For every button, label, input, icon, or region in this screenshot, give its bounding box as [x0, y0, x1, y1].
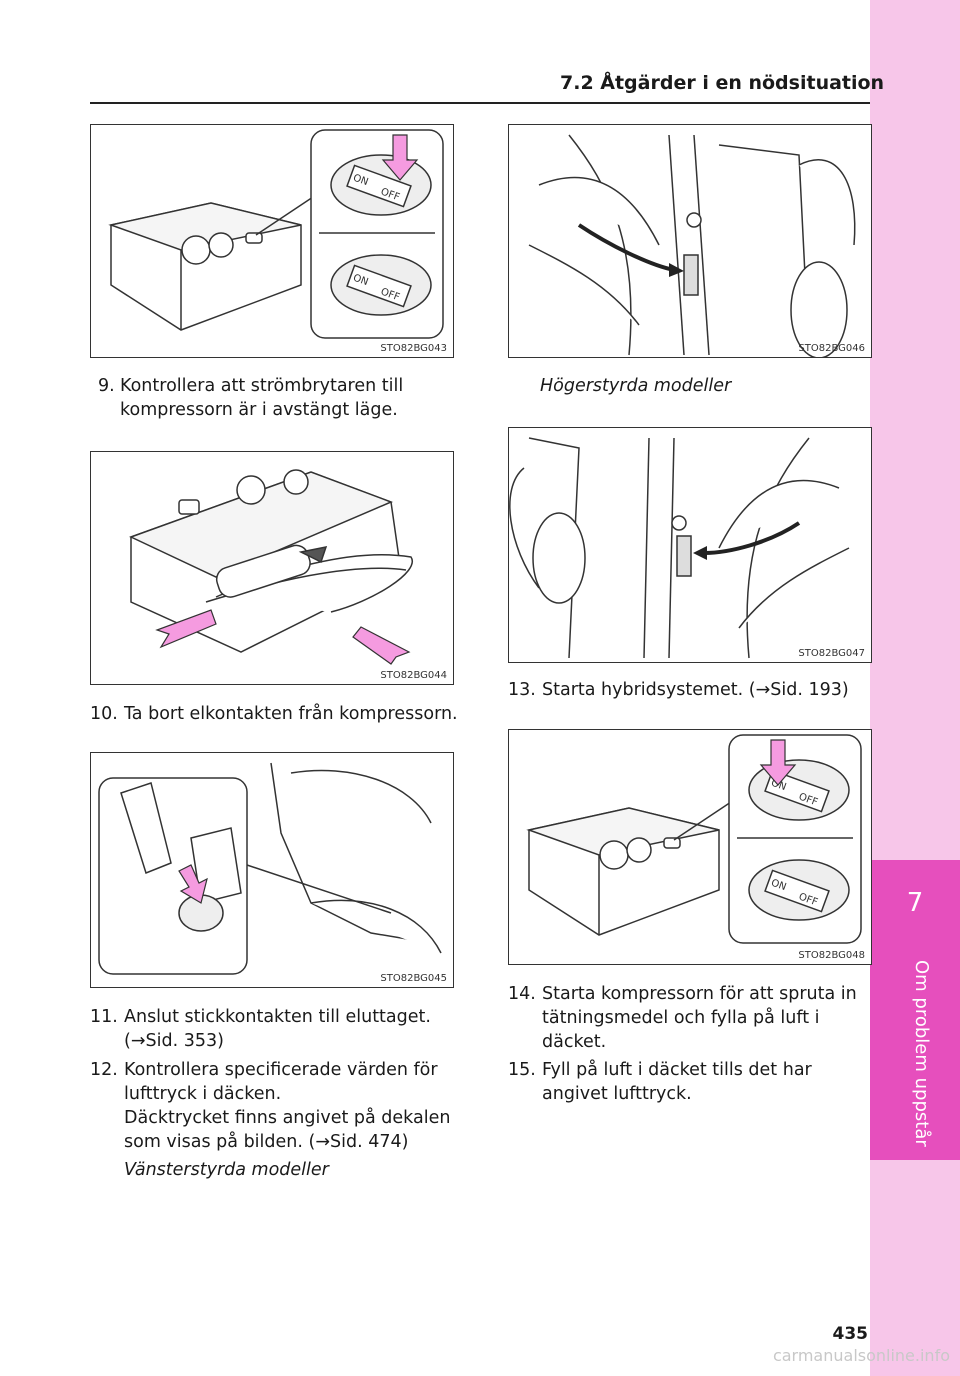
step-text: Kontrollera specificerade värden för luf… — [124, 1060, 438, 1104]
chapter-tab-highlight — [870, 860, 960, 1160]
switch-label-on: ON — [351, 273, 369, 289]
step-number: 13. — [508, 680, 536, 700]
step-number: 11. — [90, 1007, 118, 1027]
figure-door-pillar-label-rhd: STO82BG046 — [508, 124, 872, 358]
figure-id: STO82BG046 — [798, 343, 865, 354]
figure-id: STO82BG047 — [798, 648, 865, 659]
lhd-label: Vänsterstyrda modeller — [124, 1160, 329, 1180]
step-text: Starta kompressorn för att spruta in tät… — [542, 984, 857, 1052]
switch-label-on: ON — [351, 173, 369, 189]
step-11: 11. Anslut stickkontakten till eluttaget… — [90, 1005, 460, 1053]
figure-compressor-switch-off: ON OFF ON OFF STO82BG043 — [90, 124, 454, 358]
step-text: Fyll på luft i däcket tills det har angi… — [542, 1060, 812, 1104]
figure-door-pillar-label-lhd: STO82BG047 — [508, 427, 872, 663]
figure-id: STO82BG043 — [380, 343, 447, 354]
figure-remove-power-plug: STO82BG044 — [90, 451, 454, 685]
indicator-arrow-icon — [703, 521, 801, 555]
pull-arrow-right-icon — [352, 626, 411, 665]
watermark: carmanualsonline.info — [772, 1346, 950, 1365]
tire-pressure-note: Däcktrycket finns angivet på dekalen som… — [124, 1108, 451, 1152]
step-number: 9. — [98, 376, 115, 396]
header-divider — [90, 102, 870, 104]
switch-label-on: ON — [769, 878, 787, 894]
press-arrow-icon — [759, 739, 797, 786]
chapter-side-tab — [870, 0, 960, 1376]
section-header: 7.2 Åtgärder i en nödsituation — [560, 72, 885, 94]
figure-id: STO82BG048 — [798, 950, 865, 961]
figure-id: STO82BG044 — [380, 670, 447, 681]
step-15: 15. Fyll på luft i däcket tills det har … — [508, 1058, 878, 1106]
page-number: 435 — [832, 1324, 869, 1344]
step-9: 9. Kontrollera att strömbrytaren till ko… — [98, 374, 458, 422]
step-number: 14. — [508, 984, 536, 1004]
rhd-label: Högerstyrda modeller — [540, 376, 732, 396]
step-number: 15. — [508, 1060, 536, 1080]
step-12: 12. Kontrollera specificerade värden för… — [90, 1058, 460, 1106]
chapter-number: 7 — [906, 888, 924, 918]
step-number: 12. — [90, 1060, 118, 1080]
figure-plug-into-socket: STO82BG045 — [90, 752, 454, 988]
step-text: Starta hybridsystemet. (→Sid. 193) — [542, 680, 849, 700]
step-text: Anslut stickkontakten till eluttaget. (→… — [124, 1007, 431, 1051]
step-10: 10. Ta bort elkontakten från kompressorn… — [90, 702, 460, 726]
pull-arrow-left-icon — [155, 609, 217, 649]
chapter-title: Om problem uppstår — [911, 960, 932, 1147]
step-14: 14. Starta kompressorn för att spruta in… — [508, 982, 878, 1054]
step-text: Ta bort elkontakten från kompressorn. — [124, 704, 458, 724]
step-text: Kontrollera att strömbrytaren till kompr… — [120, 376, 404, 420]
step-number: 10. — [90, 704, 118, 724]
indicator-arrow-icon — [577, 223, 675, 272]
press-arrow-icon — [381, 134, 419, 181]
figure-compressor-switch-on: ON OFF ON OFF STO82BG048 — [508, 729, 872, 965]
figure-id: STO82BG045 — [380, 973, 447, 984]
step-13: 13. Starta hybridsystemet. (→Sid. 193) — [508, 678, 878, 702]
switch-label-on: ON — [769, 778, 787, 794]
insert-arrow-icon — [178, 864, 208, 904]
